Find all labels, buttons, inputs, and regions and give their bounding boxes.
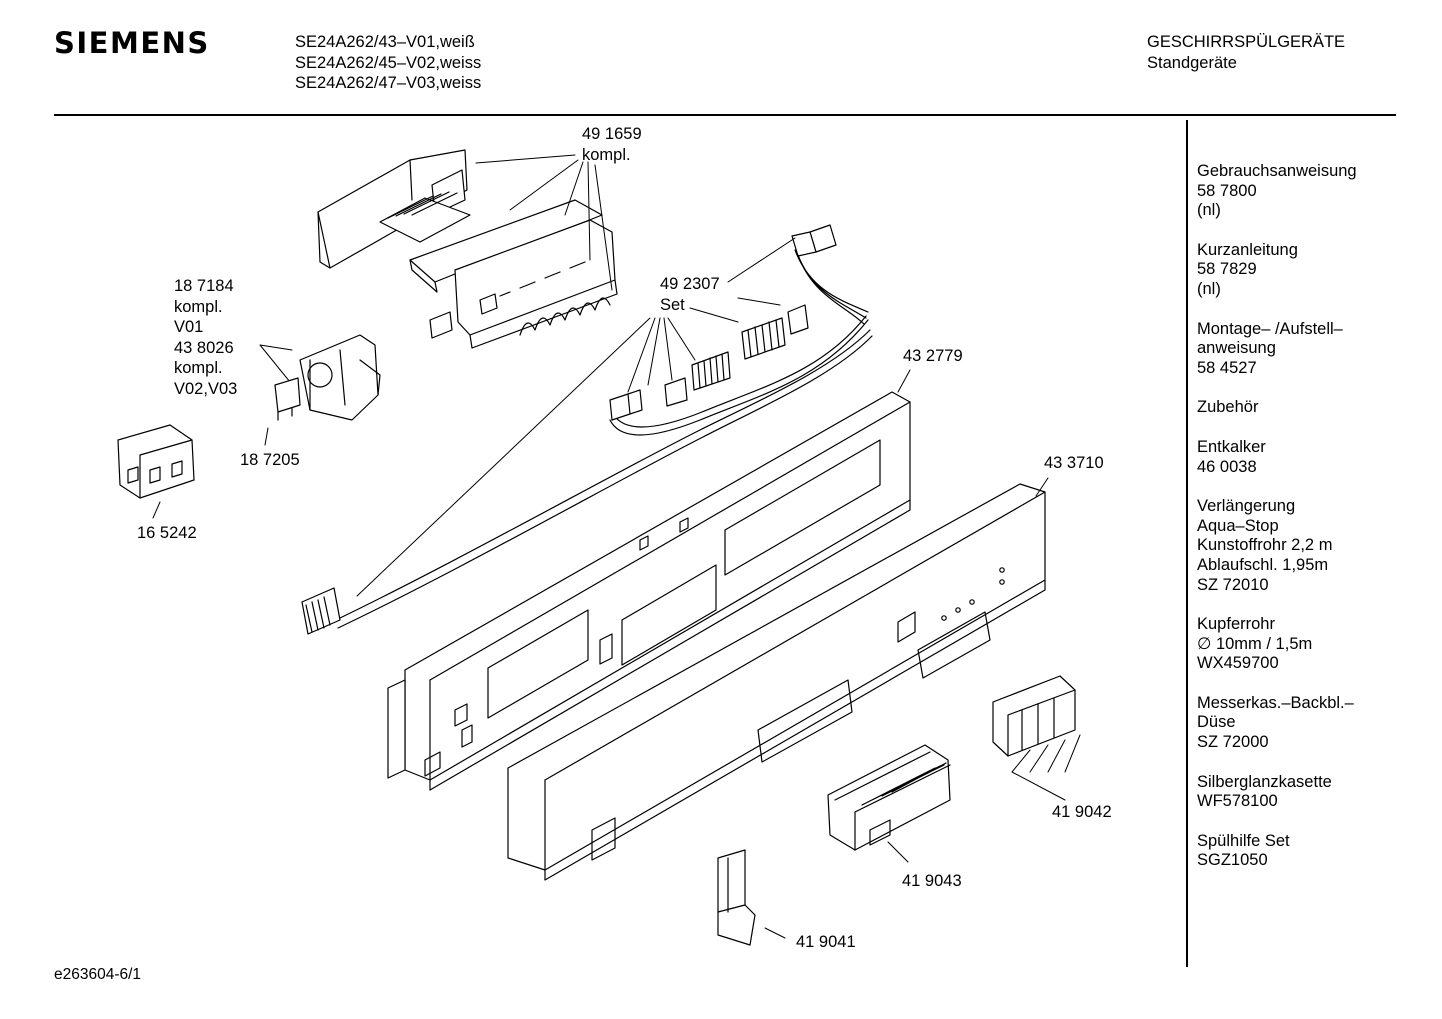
sidebar-line: SZ 72010: [1197, 575, 1269, 594]
sidebar-line: Kupferrohr: [1197, 615, 1275, 634]
sidebar-line: 58 7800: [1197, 181, 1257, 200]
sidebar-line: WX459700: [1197, 654, 1279, 673]
sidebar-line: Ablaufschl. 1,95m: [1197, 555, 1329, 574]
part-label-187205: 18 7205: [240, 451, 300, 469]
panel-frame: [388, 392, 910, 790]
bracket-part: [718, 850, 755, 945]
electronic-module: [318, 150, 617, 348]
category-block: GESCHIRRSPÜLGERÄTE Standgeräte: [1147, 32, 1345, 73]
cable-harness: [302, 225, 872, 634]
sidebar-line: Spülhilfe Set: [1197, 831, 1290, 850]
header-divider: [54, 114, 1396, 116]
sidebar-line: Entkalker: [1197, 437, 1266, 456]
siemens-logo: SIEMENS: [54, 26, 210, 60]
part-label-419043: 41 9043: [902, 872, 962, 890]
model-line: SE24A262/43–V01,weiß: [295, 33, 475, 51]
sidebar-line: WF578100: [1197, 792, 1278, 811]
sidebar-line: anweisung: [1197, 339, 1276, 358]
sidebar-line: Düse: [1197, 713, 1236, 732]
sidebar-line: Kunstoffrohr 2,2 m: [1197, 536, 1333, 555]
category-subtitle: Standgeräte: [1147, 53, 1237, 72]
model-line: SE24A262/47–V03,weiss: [295, 74, 482, 92]
sidebar-line: 58 4527: [1197, 358, 1257, 377]
model-line: SE24A262/45–V02,weiss: [295, 53, 482, 72]
sidebar-line: Montage– /Aufstell–: [1197, 319, 1343, 338]
sidebar-line: (nl): [1197, 279, 1221, 298]
front-panel: [508, 484, 1045, 880]
selector-keys: [828, 745, 950, 850]
sidebar-line: SGZ1050: [1197, 851, 1268, 870]
sidebar-line: (nl): [1197, 201, 1221, 220]
sidebar-line: Aqua–Stop: [1197, 516, 1279, 535]
sidebar-line: Verlängerung: [1197, 497, 1296, 516]
part-label-432779: 43 2779: [903, 347, 963, 365]
sidebar-group: Zubehör: [1197, 398, 1432, 418]
model-list: SE24A262/43–V01,weiß SE24A262/45–V02,wei…: [295, 32, 481, 94]
valve-assembly: [300, 335, 380, 420]
sidebar-line: Kurzanleitung: [1197, 240, 1298, 259]
sidebar-divider: [1186, 120, 1188, 967]
part-label-165242: 16 5242: [137, 524, 197, 542]
drawing-id: e263604-6/1: [54, 966, 142, 983]
sidebar-line: ∅ 10mm / 1,5m: [1197, 634, 1313, 653]
sidebar-line: Zubehör: [1197, 398, 1259, 417]
sidebar-line: 46 0038: [1197, 457, 1257, 476]
key-strip: [993, 676, 1075, 756]
sidebar-line: Messerkas.–Backbl.–: [1197, 693, 1354, 712]
sidebar-line: 58 7829: [1197, 260, 1257, 279]
part-label-419041: 41 9041: [796, 933, 856, 951]
sidebar-line: SZ 72000: [1197, 733, 1269, 752]
sidebar-line: Silberglanzkasette: [1197, 772, 1332, 791]
category-title: GESCHIRRSPÜLGERÄTE: [1147, 33, 1346, 51]
part-label-433710: 43 3710: [1044, 454, 1104, 472]
part-label-419042: 41 9042: [1052, 803, 1112, 821]
terminal-block: [118, 425, 194, 498]
relay-part: [275, 378, 300, 420]
sidebar-line: Gebrauchsanweisung: [1197, 162, 1357, 180]
